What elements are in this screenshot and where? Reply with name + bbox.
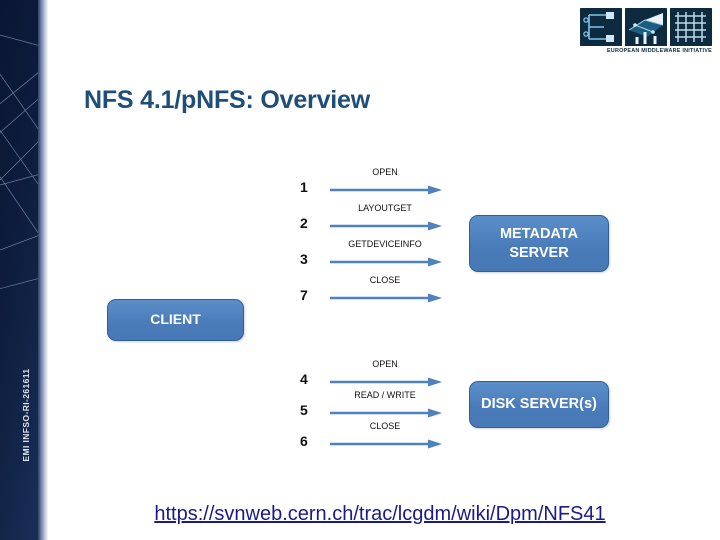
- flow-arrow-icon: [330, 408, 442, 418]
- mds-line-1: METADATA: [499, 226, 579, 243]
- node-disk-server[interactable]: DISK SERVER(s): [469, 381, 609, 428]
- emi-logo: EUROPEAN MIDDLEWARE INITIATIVE: [572, 8, 712, 60]
- flow-step-number: 3: [300, 251, 308, 267]
- flow-step-number: 1: [300, 179, 308, 195]
- flow-arrow-row: 1 OPEN: [300, 167, 445, 200]
- page-title: NFS 4.1/pNFS: Overview: [84, 86, 370, 114]
- flow-arrow-row: 7 CLOSE: [300, 275, 445, 308]
- flow-arrow-icon: [330, 293, 442, 303]
- node-disk-server-label: DISK SERVER(s): [481, 396, 597, 413]
- node-metadata-server[interactable]: METADATA SERVER: [469, 215, 609, 272]
- sidebar-background: [0, 0, 38, 540]
- footer-url-link[interactable]: https://svnweb.cern.ch/trac/lcgdm/wiki/D…: [154, 503, 606, 525]
- logo-tile-group: [572, 8, 712, 46]
- node-client-label: CLIENT: [150, 311, 201, 328]
- flow-operation-label: LAYOUTGET: [358, 203, 412, 213]
- logo-tile-i-icon: [670, 8, 712, 46]
- flow-step-number: 4: [300, 371, 308, 387]
- node-metadata-server-label: METADATA SERVER: [500, 225, 578, 261]
- flow-arrow-row: 3 GETDEVICEINFO: [300, 239, 445, 272]
- logo-tile-e-icon: [580, 8, 622, 46]
- flow-arrow-icon: [330, 185, 442, 195]
- flow-operation-label: GETDEVICEINFO: [348, 239, 422, 249]
- flow-arrow-icon: [330, 439, 442, 449]
- flow-operation-label: OPEN: [372, 359, 398, 369]
- flow-step-number: 2: [300, 215, 308, 231]
- flow-arrow-icon: [330, 221, 442, 231]
- flow-operation-label: CLOSE: [369, 421, 401, 431]
- flow-step-number: 7: [300, 287, 308, 303]
- flow-step-number: 5: [300, 402, 308, 418]
- flow-operation-label: OPEN: [372, 167, 398, 177]
- flow-arrow-row: 6 CLOSE: [300, 421, 445, 454]
- node-client[interactable]: CLIENT: [107, 299, 244, 341]
- project-id-label: EMI INFSO-RI-261611: [21, 368, 31, 462]
- sidebar-edge-gradient: [38, 0, 48, 540]
- flow-arrow-row: 5 READ / WRITE: [300, 390, 445, 423]
- flow-arrow-row: 2 LAYOUTGET: [300, 203, 445, 236]
- logo-caption: EUROPEAN MIDDLEWARE INITIATIVE: [606, 48, 712, 54]
- left-decorative-sidebar: EMI INFSO-RI-261611: [0, 0, 48, 540]
- flow-arrow-icon: [330, 377, 442, 387]
- flow-arrow-row: 4 OPEN: [300, 359, 445, 392]
- flow-operation-label: CLOSE: [369, 275, 401, 285]
- logo-tile-m-icon: [625, 8, 667, 46]
- mds-line-2: SERVER: [509, 244, 569, 261]
- flow-step-number: 6: [300, 433, 308, 449]
- flow-arrow-icon: [330, 257, 442, 267]
- flow-operation-label: READ / WRITE: [354, 390, 416, 400]
